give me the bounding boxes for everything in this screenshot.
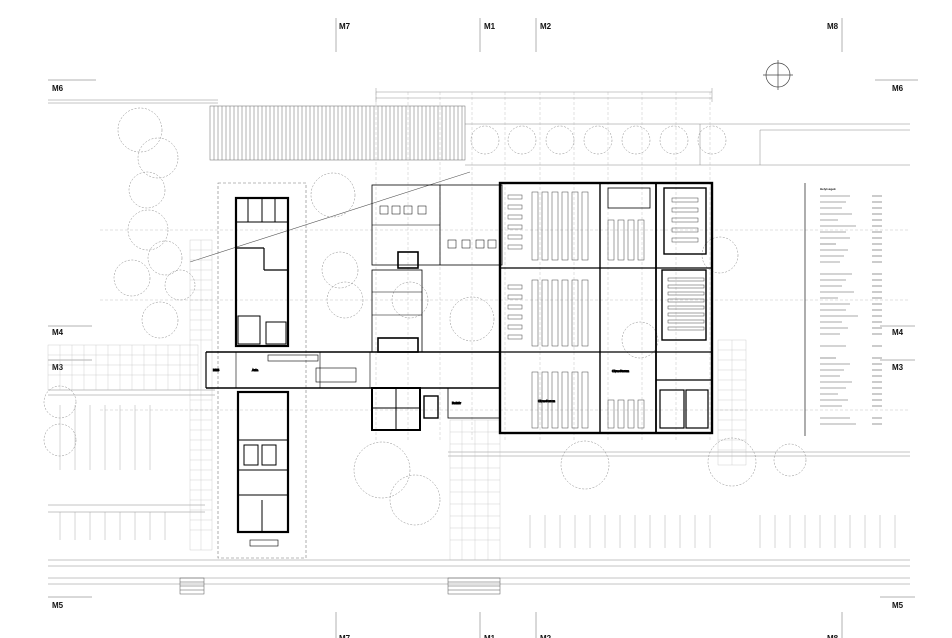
grid-label-bottom-m2: M2 (540, 634, 552, 638)
grid-label-bottom-m7: M7 (339, 634, 351, 638)
parking-stripes (59, 405, 896, 548)
middle-block (371, 184, 503, 431)
west-wing (217, 182, 307, 559)
site-lines (48, 99, 910, 585)
north-arrow-icon (763, 60, 793, 90)
label-main-hall: Olvasóterem (538, 399, 556, 403)
grid-labels: M7 M1 M2 M8 M7 M1 M2 M8 M6 M4 M3 M5 M6 M… (52, 22, 904, 638)
bookshelves (507, 191, 705, 429)
grid-label-top-m1: M1 (484, 22, 496, 31)
label-bar: Büfé (213, 368, 220, 372)
main-hall: Olvasóterem Olvasóterem Raktár (452, 181, 714, 435)
grid-label-left-m5: M5 (52, 601, 64, 610)
grid-label-top-m8: M8 (827, 22, 839, 31)
grid-label-bottom-m1: M1 (484, 634, 496, 638)
grid-label-left-m6: M6 (52, 84, 64, 93)
room-legend: Helyiségek (804, 183, 882, 436)
entry-steps (179, 577, 501, 595)
main-corridor: Büfé Aula (205, 351, 500, 389)
canopy-hatch (209, 105, 466, 161)
legend-heading: Helyiségek (820, 187, 836, 191)
grid-axis-lines (48, 18, 918, 638)
site-diagonal (189, 171, 471, 263)
trees (43, 107, 807, 526)
grid-label-top-m7: M7 (339, 22, 351, 31)
grid-label-bottom-m8: M8 (827, 634, 839, 638)
grid-label-left-m4: M4 (52, 328, 64, 337)
grid-label-left-m3: M3 (52, 363, 64, 372)
grid-label-right-m4: M4 (892, 328, 904, 337)
grid-label-right-m6: M6 (892, 84, 904, 93)
grid-label-top-m2: M2 (540, 22, 552, 31)
grid-label-right-m5: M5 (892, 601, 904, 610)
label-store: Raktár (452, 401, 461, 405)
label-east-hall: Olvasóterem (612, 369, 630, 373)
dimension-lines (375, 88, 713, 102)
label-lobby: Aula (252, 368, 258, 372)
grid-label-right-m3: M3 (892, 363, 904, 372)
paving-areas (47, 239, 747, 561)
